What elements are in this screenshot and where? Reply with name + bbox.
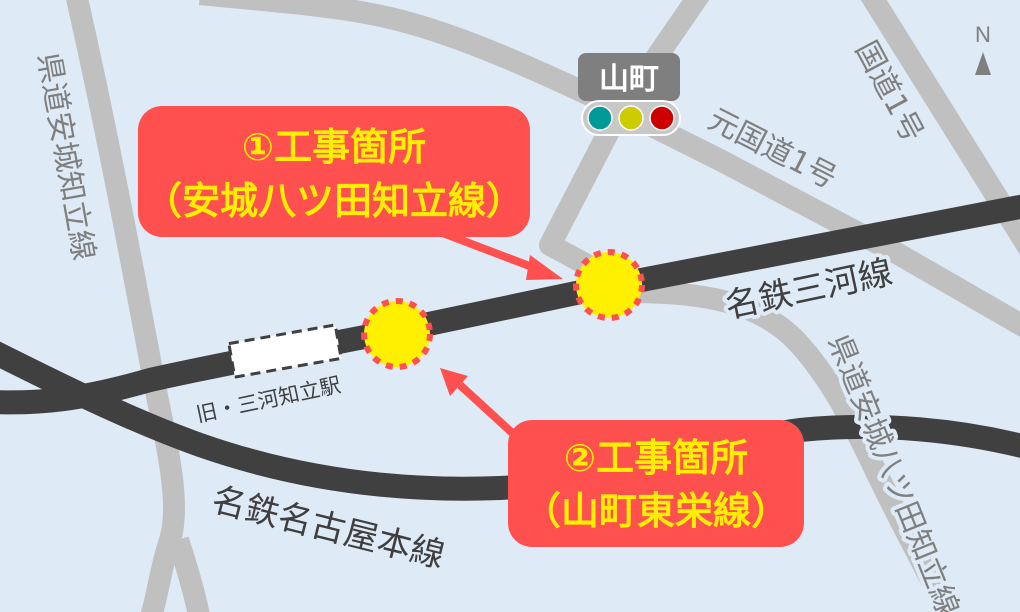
traffic-signal-yamacho: 山町 bbox=[578, 53, 681, 136]
callout-2-title: ②工事箇所 bbox=[564, 436, 748, 480]
callout-1-title: ①工事箇所 bbox=[242, 125, 426, 169]
road-prefectural-anjo-chiryu bbox=[66, 0, 186, 612]
rail-meitetsu-mikawa bbox=[0, 194, 1020, 415]
construction-site-1-marker bbox=[573, 249, 645, 321]
railways bbox=[0, 194, 1020, 501]
signal-green-light-icon bbox=[587, 105, 613, 131]
road-signal-north bbox=[539, 0, 710, 282]
signal-name: 山町 bbox=[599, 62, 659, 97]
callout-construction-site-1: ①工事箇所 （安城八ツ田知立線） bbox=[138, 106, 530, 237]
callout-construction-site-2: ②工事箇所 （山町東栄線） bbox=[508, 420, 804, 547]
rail-meitetsu-nagoya-main bbox=[0, 341, 1020, 501]
construction-site-2-marker bbox=[361, 298, 433, 370]
callout-2-road: （山町東栄線） bbox=[523, 489, 789, 533]
callout-1-road: （安城八ツ田知立線） bbox=[144, 179, 524, 223]
signal-red-light-icon bbox=[649, 105, 675, 131]
callout-1-arrow bbox=[438, 228, 563, 280]
road-top-curve bbox=[198, 0, 605, 110]
road-prefectural-anjo-yatsuda-chiryu bbox=[624, 281, 959, 612]
callout-2-arrow bbox=[440, 368, 523, 443]
compass-label: N bbox=[975, 22, 991, 47]
old-station-marker bbox=[227, 323, 343, 379]
road-prefectural-anjo-chiryu-branch bbox=[167, 536, 210, 612]
north-arrow-icon bbox=[975, 52, 991, 75]
compass: N bbox=[975, 22, 991, 75]
signal-name-plate bbox=[578, 53, 680, 101]
signal-yellow-light-icon bbox=[618, 105, 644, 131]
